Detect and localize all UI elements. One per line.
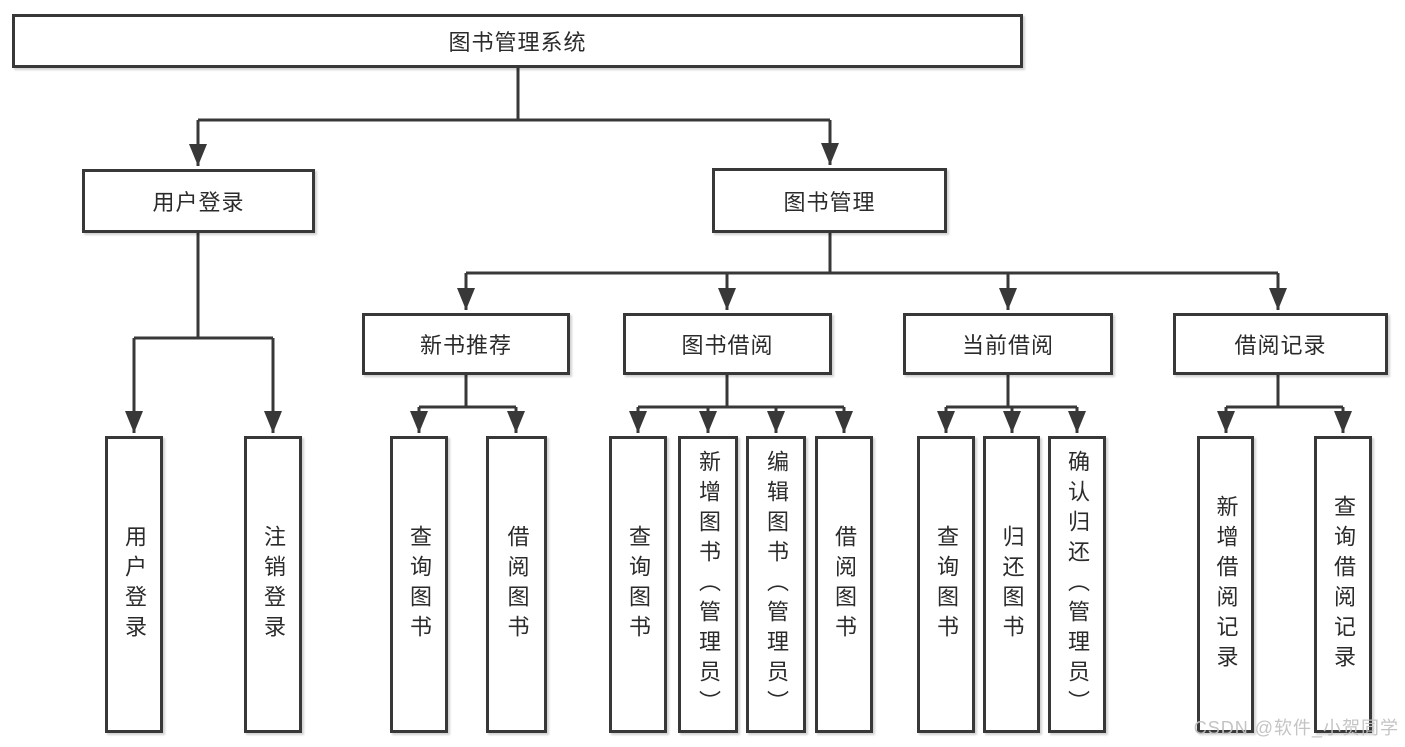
node-label: 确认归还（管理员） — [1065, 449, 1090, 720]
node-label: 查询借阅记录 — [1331, 494, 1356, 675]
node-newbooks-borrow-books: 借阅图书 — [486, 436, 547, 733]
node-label: 借阅记录 — [1234, 333, 1327, 358]
node-borrowing-add-books-admin: 新增图书（管理员） — [678, 436, 738, 733]
node-label: 编辑图书（管理员） — [764, 449, 789, 720]
node-current-confirm-return-admin: 确认归还（管理员） — [1048, 436, 1106, 733]
node-user-login-leaf: 用户登录 — [105, 436, 163, 733]
node-label: 当前借阅 — [961, 333, 1054, 358]
node-label: 图书管理系统 — [448, 30, 587, 55]
node-current-return-books: 归还图书 — [983, 436, 1040, 733]
node-borrowing-query-books: 查询图书 — [609, 436, 667, 733]
node-label: 图书管理 — [783, 189, 876, 215]
node-book-borrowing: 图书借阅 — [623, 313, 832, 375]
node-current-query-books: 查询图书 — [917, 436, 975, 733]
node-book-management-branch: 图书管理 — [712, 168, 947, 233]
node-library-management-system: 图书管理系统 — [12, 14, 1023, 68]
node-label: 新书推荐 — [419, 333, 512, 358]
node-new-book-recommendation: 新书推荐 — [362, 313, 570, 375]
node-label: 用户登录 — [152, 190, 245, 215]
node-current-borrowing: 当前借阅 — [903, 313, 1113, 375]
node-label: 归还图书 — [999, 524, 1025, 645]
node-borrowing-records: 借阅记录 — [1173, 313, 1388, 375]
node-newbooks-query-books: 查询图书 — [390, 436, 448, 733]
node-label: 查询图书 — [934, 524, 959, 645]
node-label: 注销登录 — [261, 524, 286, 645]
node-label: 借阅图书 — [504, 524, 530, 645]
node-label: 图书借阅 — [681, 333, 774, 358]
csdn-watermark: CSDN @软件_小贺同学 — [1193, 718, 1399, 738]
node-records-add-borrow-record: 新增借阅记录 — [1197, 436, 1254, 733]
node-borrowing-edit-books-admin: 编辑图书（管理员） — [746, 436, 806, 733]
node-label: 查询图书 — [626, 524, 651, 645]
node-records-query-borrow-record: 查询借阅记录 — [1314, 436, 1372, 733]
node-label: 借阅图书 — [832, 524, 857, 645]
node-label: 新增图书（管理员） — [696, 449, 721, 720]
node-borrowing-borrow-books: 借阅图书 — [815, 436, 873, 733]
node-user-login-branch: 用户登录 — [82, 169, 315, 233]
node-label: 查询图书 — [407, 524, 432, 645]
node-logout-leaf: 注销登录 — [244, 436, 302, 733]
node-label: 新增借阅记录 — [1213, 494, 1239, 675]
node-label: 用户登录 — [122, 524, 147, 645]
